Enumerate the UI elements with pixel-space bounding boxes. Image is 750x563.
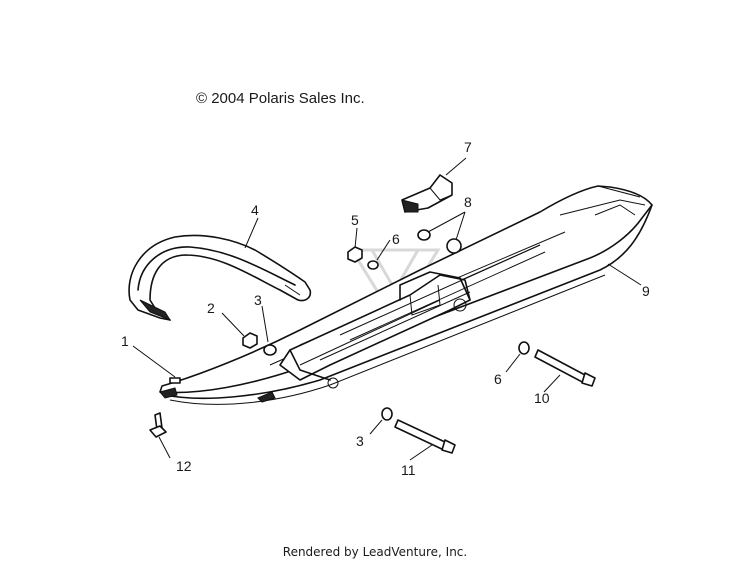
callout-9: 9 (642, 283, 650, 299)
ski-loop-handle (128, 234, 312, 322)
hardware-parts (149, 229, 596, 454)
copyright-notice: © 2004 Polaris Sales Inc. (196, 90, 365, 107)
bolt-11 (394, 419, 451, 452)
washer-3-bottom (381, 407, 393, 421)
callout-3-bottom: 3 (356, 433, 364, 449)
callout-10: 10 (534, 390, 550, 406)
callout-1: 1 (121, 333, 129, 349)
washer-8 (417, 229, 431, 241)
nut-8 (446, 238, 462, 254)
pin-1 (169, 377, 181, 384)
leader-lines (132, 157, 642, 461)
callout-6-top: 6 (392, 231, 400, 247)
callout-6-bottom: 6 (494, 371, 502, 387)
footer-credit: Rendered by LeadVenture, Inc. (282, 545, 468, 559)
callout-11: 11 (401, 462, 416, 478)
callout-4: 4 (251, 202, 259, 218)
washer-6-top (367, 260, 379, 270)
bolt-10 (534, 349, 591, 385)
nut-2 (242, 332, 258, 349)
callout-12: 12 (176, 458, 192, 474)
callout-3-top: 3 (254, 292, 262, 308)
ski-body (159, 185, 653, 405)
callout-8: 8 (464, 194, 472, 210)
callout-7: 7 (464, 139, 472, 155)
spacer-block-part (401, 174, 453, 213)
callout-5: 5 (351, 212, 359, 228)
washer-6-right (518, 341, 530, 355)
callout-2: 2 (207, 300, 215, 316)
washer-3-top (263, 344, 277, 356)
